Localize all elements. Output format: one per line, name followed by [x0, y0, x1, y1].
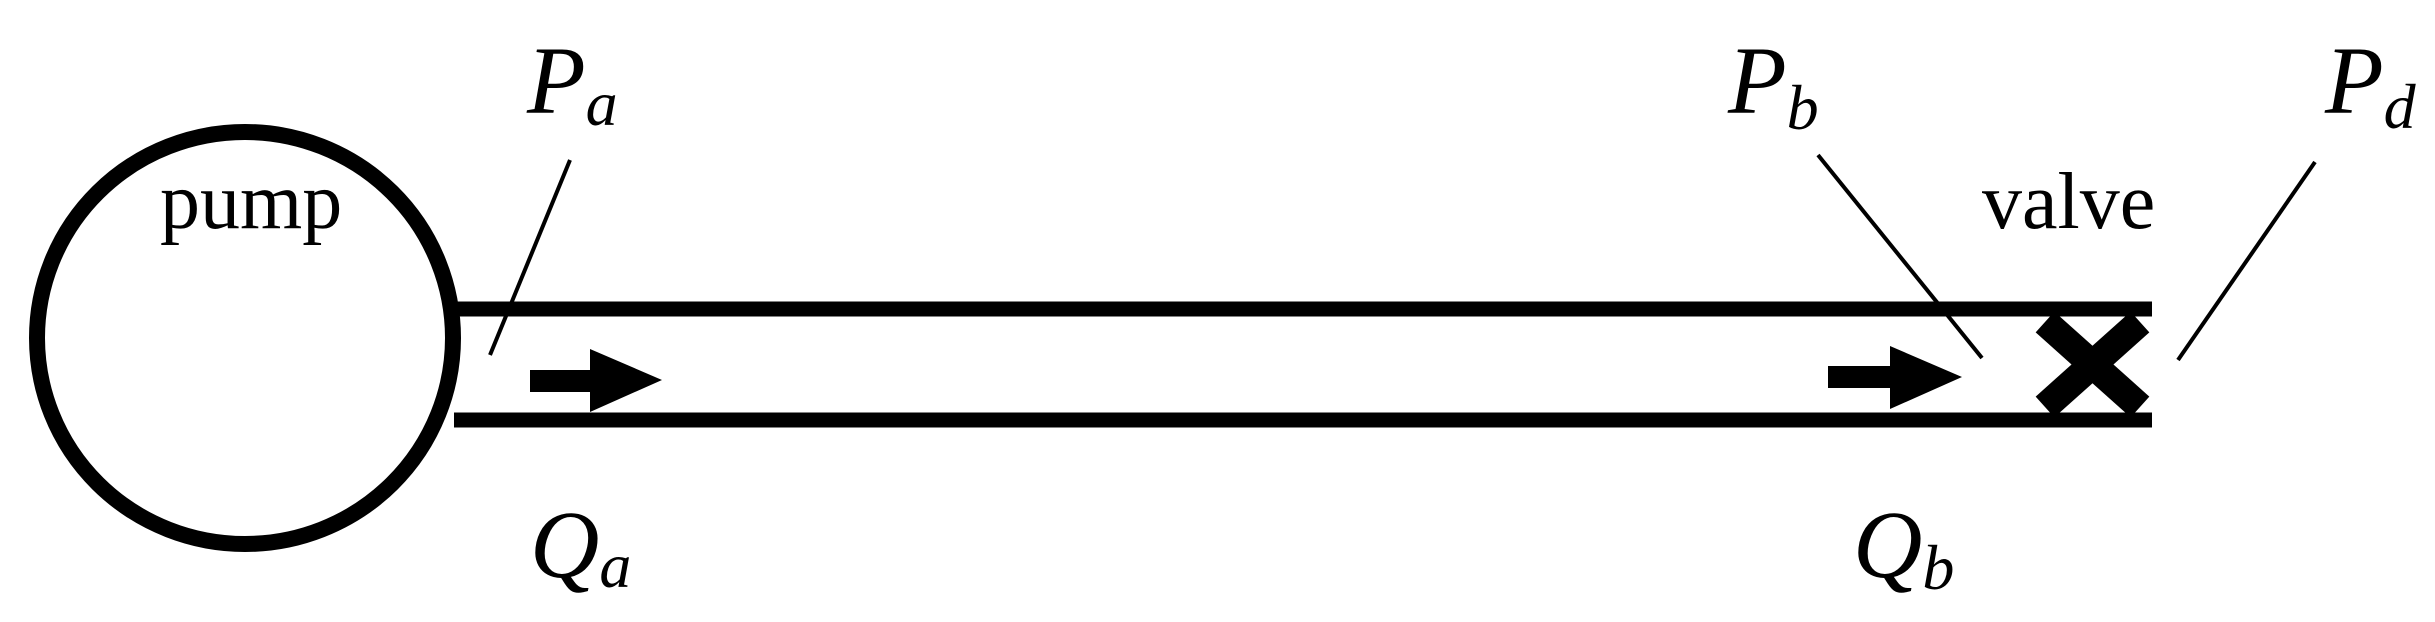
flow-arrow-a: [530, 349, 662, 412]
pump-circle: [29, 124, 461, 552]
label-qb-sub: b: [1922, 532, 1954, 603]
leader-line-pa: [488, 159, 572, 356]
label-pb-symbol: P: [1727, 27, 1787, 134]
label-pb: Pb: [1727, 27, 1819, 143]
valve-x-icon: [2035, 311, 2150, 418]
label-pb-sub: b: [1787, 72, 1819, 143]
label-qa-symbol: Q: [530, 491, 599, 598]
label-pa-sub: a: [586, 68, 618, 139]
leader-line-pd: [2176, 160, 2317, 362]
label-qb-symbol: Q: [1853, 491, 1922, 598]
valve-label: valve: [1982, 158, 2155, 246]
label-pd: Pd: [2324, 27, 2417, 142]
label-pa: Pa: [526, 27, 618, 139]
label-qb: Qb: [1853, 491, 1954, 603]
label-qa: Qa: [530, 491, 631, 601]
label-pd-sub: d: [2384, 71, 2417, 142]
label-qa-sub: a: [599, 530, 631, 601]
flow-arrow-b: [1828, 346, 1962, 409]
pump-label: pump: [160, 158, 342, 246]
label-pa-symbol: P: [526, 27, 586, 134]
label-pd-symbol: P: [2324, 27, 2384, 134]
leader-line-pb: [1816, 153, 1984, 360]
